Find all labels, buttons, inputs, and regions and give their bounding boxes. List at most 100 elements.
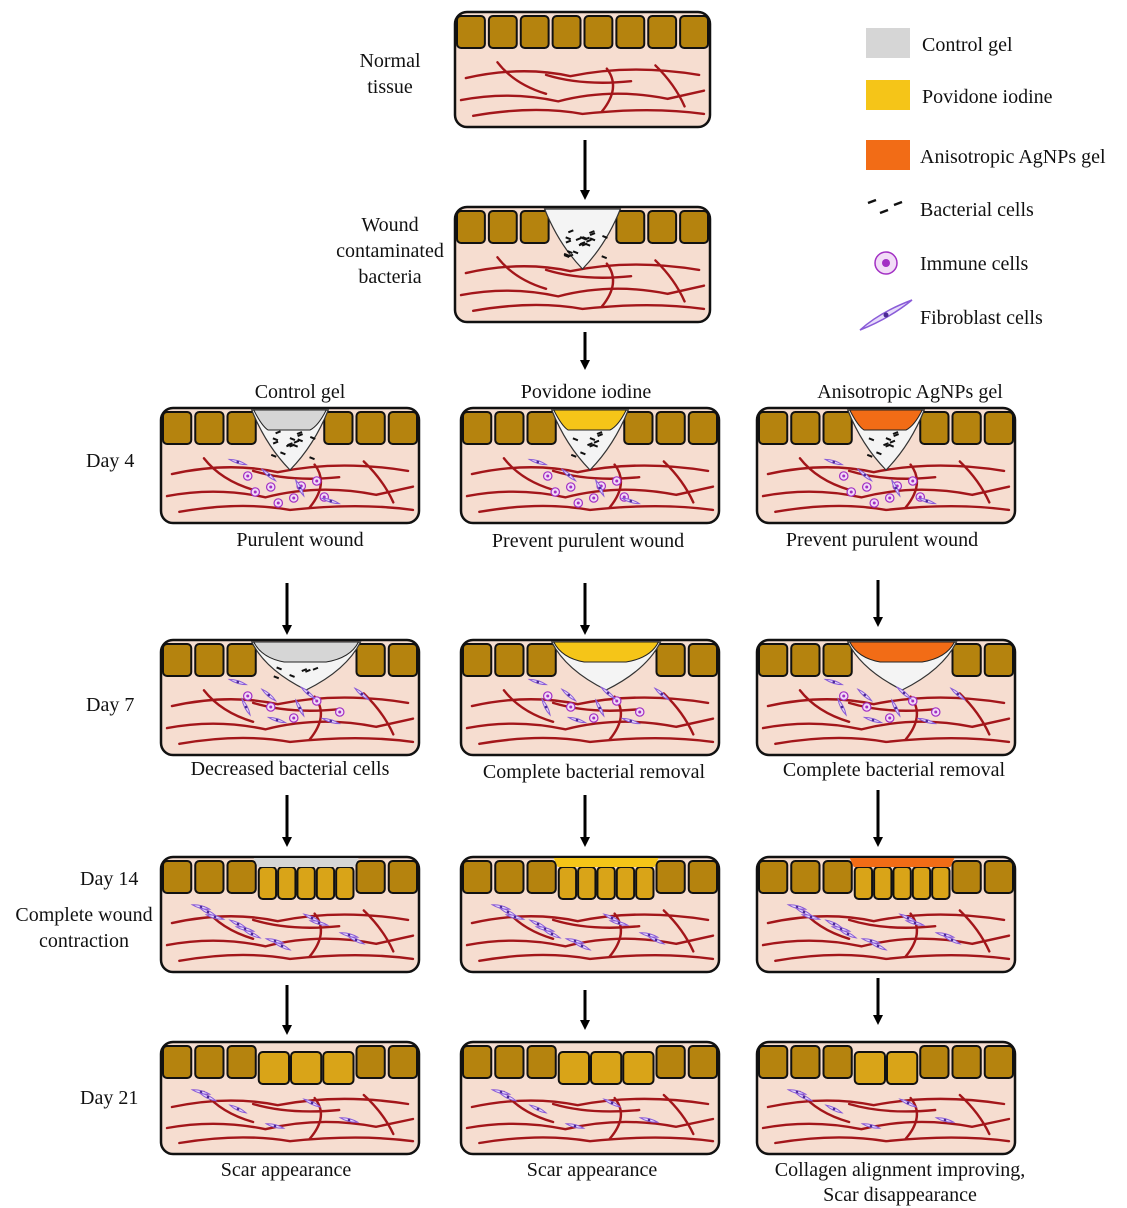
skin-cell xyxy=(953,412,981,444)
skin-cell xyxy=(528,412,556,444)
skin-cell xyxy=(163,412,191,444)
skin-cell xyxy=(985,1046,1013,1078)
day4-povidone xyxy=(461,408,719,523)
caption-day4-control: Purulent wound xyxy=(160,527,440,553)
skin-cell xyxy=(680,16,708,48)
immune-cell-nucleus xyxy=(292,497,295,500)
skin-cell xyxy=(357,644,385,676)
fibroblast-nucleus xyxy=(267,694,270,697)
legend-bacterial-cells: Bacterial cells xyxy=(920,197,1034,223)
skin-cell xyxy=(457,211,485,243)
fibroblast-nucleus xyxy=(925,500,928,503)
fibroblast-nucleus xyxy=(251,933,254,936)
fibroblast-nucleus xyxy=(545,706,548,709)
fibroblast-nucleus xyxy=(551,933,554,936)
row-sublabel-day14-2: contraction xyxy=(4,928,164,954)
fibroblast-nucleus xyxy=(907,917,910,920)
fibroblast-nucleus xyxy=(274,1125,277,1128)
fibroblast-nucleus xyxy=(607,692,610,695)
day14-povidone xyxy=(461,857,719,972)
immune-cell-nucleus xyxy=(338,711,341,714)
skin-cell xyxy=(228,861,256,893)
row-label-day7: Day 7 xyxy=(86,692,134,718)
skin-cell xyxy=(759,861,787,893)
fibroblast-nucleus xyxy=(298,487,301,490)
fibroblast-nucleus xyxy=(514,916,517,919)
day7-povidone xyxy=(461,640,719,755)
legend-immune-cells: Immune cells xyxy=(920,251,1028,277)
skin-cell xyxy=(824,1046,852,1078)
fibroblast-nucleus xyxy=(870,1125,873,1128)
fibroblast-nucleus xyxy=(872,719,875,722)
legend-fibroblast-cells: Fibroblast cells xyxy=(920,305,1043,331)
day14-control xyxy=(161,857,419,972)
fibroblast-nucleus xyxy=(311,917,314,920)
fibroblast-nucleus xyxy=(237,1108,240,1111)
row-label-day4: Day 4 xyxy=(86,448,134,474)
immune-cell-nucleus xyxy=(850,491,853,494)
skin-cell xyxy=(985,412,1013,444)
fibroblast-nucleus xyxy=(877,945,880,948)
bacteria-icon xyxy=(894,202,902,205)
legend-swatch-agnps xyxy=(866,140,910,170)
fibroblast-nucleus xyxy=(951,939,954,942)
fibroblast-nucleus xyxy=(348,1119,351,1122)
skin-cell xyxy=(920,412,948,444)
column-title-control: Control gel xyxy=(190,379,410,405)
fibroblast-nucleus xyxy=(956,693,959,696)
new-skin-cell xyxy=(874,867,891,899)
skin-cell xyxy=(228,412,256,444)
skin-cell xyxy=(657,412,685,444)
day4-control xyxy=(161,408,419,523)
gel-remnant xyxy=(554,858,659,867)
new-skin-cell xyxy=(932,867,949,899)
skin-cell xyxy=(824,412,852,444)
immune-cell-nucleus xyxy=(577,502,580,505)
skin-cell xyxy=(824,644,852,676)
skin-cell xyxy=(357,412,385,444)
fibroblast-nucleus xyxy=(803,911,806,914)
immune-cell-nucleus xyxy=(592,497,595,500)
fibroblast-nucleus xyxy=(611,1102,614,1105)
skin-cell xyxy=(495,644,523,676)
skin-cell xyxy=(791,412,819,444)
immune-cell-nucleus xyxy=(842,695,845,698)
fibroblast-nucleus xyxy=(537,923,540,926)
immune-cell-nucleus xyxy=(569,486,572,489)
fibroblast-nucleus xyxy=(841,706,844,709)
gel-remnant xyxy=(850,858,955,867)
stage-normal-label-2: tissue xyxy=(340,74,440,100)
skin-cell xyxy=(985,861,1013,893)
immune-cell-nucleus xyxy=(269,486,272,489)
caption-day21-agnps-2: Scar disappearance xyxy=(740,1182,1060,1208)
fibroblast-nucleus xyxy=(574,1125,577,1128)
immune-cell-nucleus xyxy=(842,475,845,478)
immune-cell-nucleus xyxy=(569,706,572,709)
immune-cell-nucleus xyxy=(315,700,318,703)
day4-agnps xyxy=(757,408,1015,523)
skin-cell xyxy=(489,16,517,48)
stage-wound-label-3: bacteria xyxy=(320,264,460,290)
new-skin-cell xyxy=(317,867,334,899)
fibroblast-nucleus xyxy=(655,939,658,942)
fibroblast-nucleus xyxy=(810,916,813,919)
fibroblast-nucleus xyxy=(598,487,601,490)
skin-cell xyxy=(657,861,685,893)
skin-cell xyxy=(163,861,191,893)
skin-cell xyxy=(689,644,717,676)
skin-cell xyxy=(528,1046,556,1078)
day7-agnps xyxy=(757,640,1015,755)
legend-swatch-povidone xyxy=(866,80,910,110)
fibroblast-nucleus xyxy=(832,461,835,464)
skin-cell xyxy=(495,1046,523,1078)
day21-control xyxy=(161,1042,419,1154)
column-title-agnps: Anisotropic AgNPs gel xyxy=(780,379,1040,405)
day21-povidone xyxy=(461,1042,719,1154)
skin-cell xyxy=(521,211,549,243)
fibroblast-nucleus xyxy=(318,922,321,925)
skin-cell xyxy=(389,412,417,444)
immune-cell-nucleus xyxy=(888,497,891,500)
skin-cell xyxy=(585,16,613,48)
fibroblast-nucleus xyxy=(329,720,332,723)
day14-agnps xyxy=(757,857,1015,972)
